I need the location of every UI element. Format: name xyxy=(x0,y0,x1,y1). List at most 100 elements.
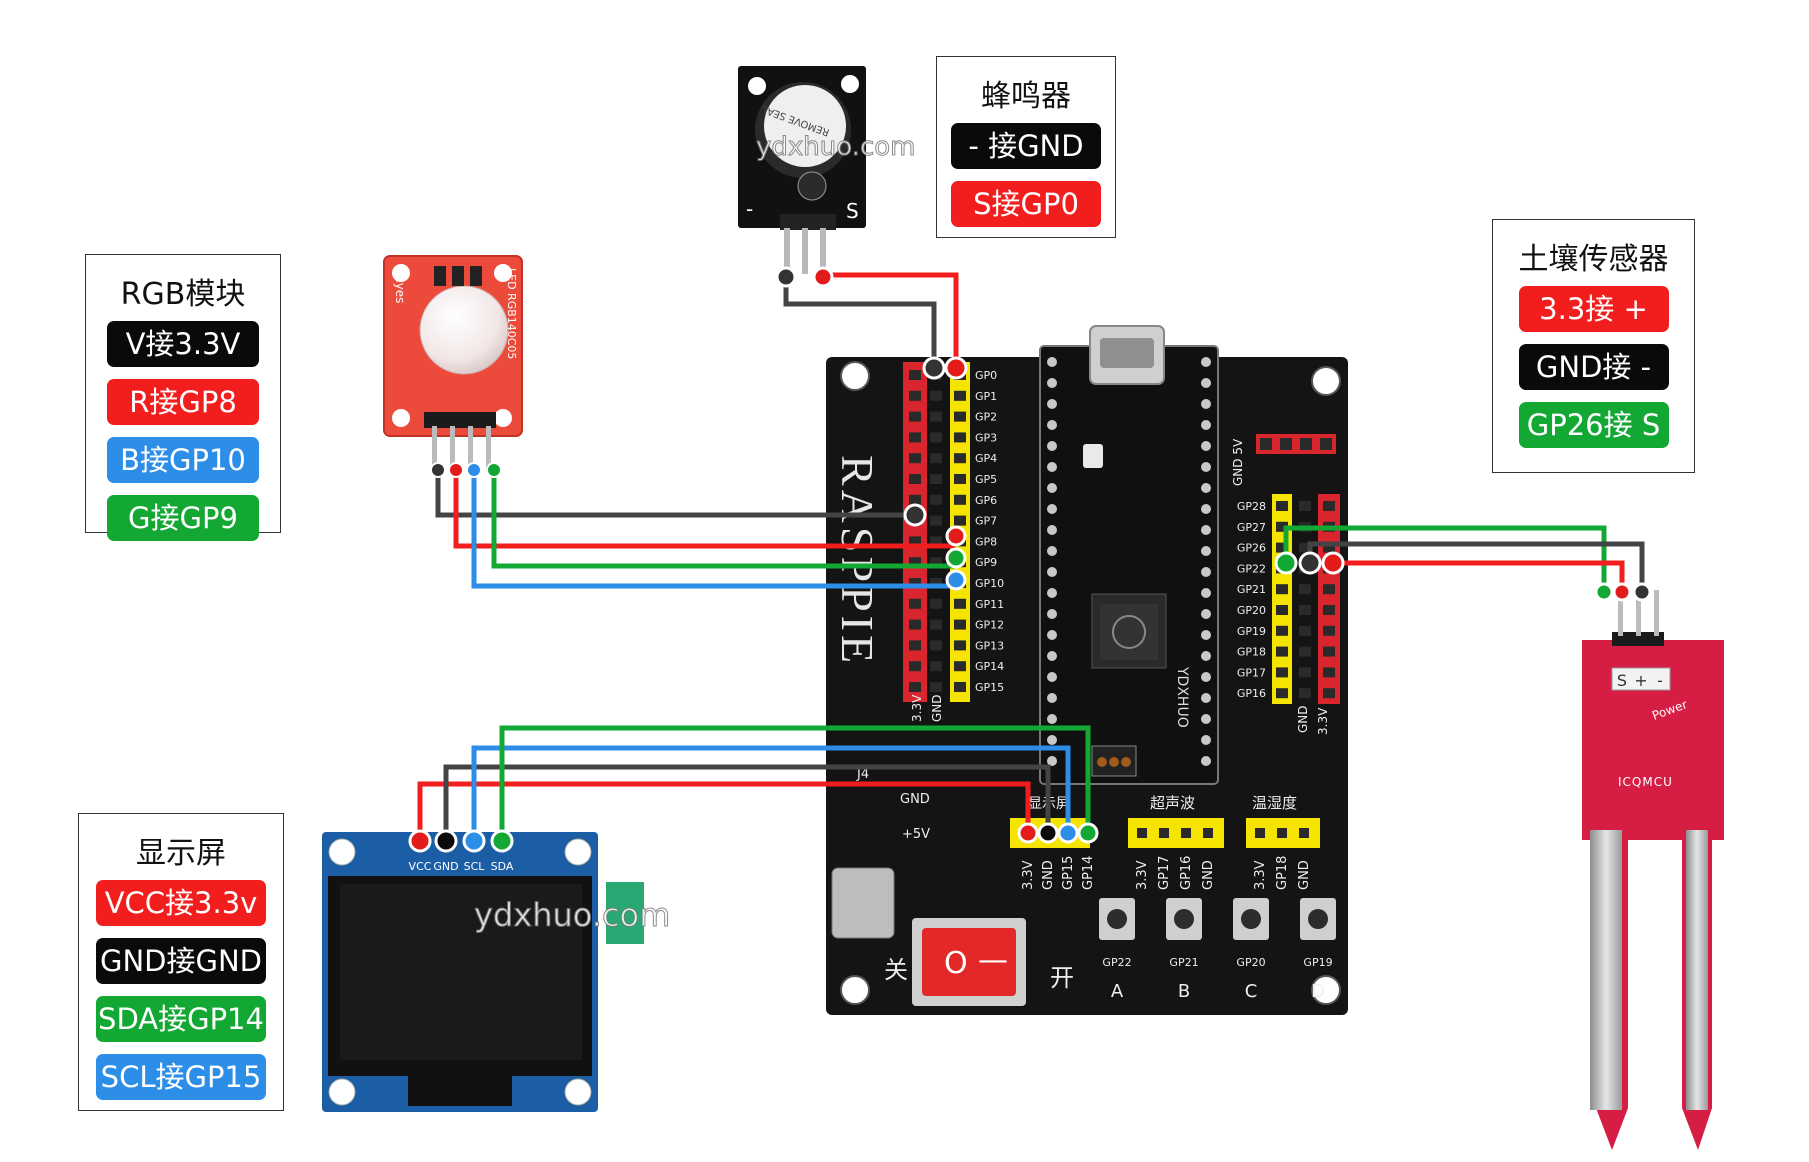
legend-row: SCL接GP15 xyxy=(96,1054,266,1100)
pico-pin xyxy=(1047,693,1057,703)
wire-rgb-g xyxy=(491,470,956,569)
pico-pin xyxy=(1047,714,1057,724)
pico-pin xyxy=(1201,483,1211,493)
port-pin-label: GND xyxy=(1297,860,1312,890)
pico-pin xyxy=(1047,441,1057,451)
gpio-label: GP22 xyxy=(1237,562,1266,575)
pico-pin xyxy=(1047,420,1057,430)
wire-rgb-v xyxy=(435,470,915,518)
header-pin xyxy=(1323,625,1335,636)
header-pin xyxy=(909,432,921,443)
pico-pin xyxy=(1047,357,1057,367)
legend-buzzer: 蜂鸣器 - 接GND S接GP0 xyxy=(936,56,1116,238)
header-pin xyxy=(1260,438,1272,450)
gpio-label: GP6 xyxy=(975,494,997,507)
power-label: +5V xyxy=(902,827,930,842)
gpio-label: GP19 xyxy=(1237,625,1266,638)
dot-oled-sda-board xyxy=(1077,822,1099,844)
oled-pin-label: SCL xyxy=(464,860,486,873)
soil-pin-label: - xyxy=(1657,671,1663,690)
header-pin xyxy=(1276,688,1288,699)
dot-soil-gnd-board xyxy=(1298,551,1322,575)
legend-title: 土壤传感器 xyxy=(1518,242,1669,277)
pico-pin xyxy=(1047,588,1057,598)
legend-soil: 土壤传感器 3.3接 + GND接 - GP26接 S xyxy=(1492,219,1695,473)
pico-pin xyxy=(1201,756,1211,766)
port-pin xyxy=(1255,828,1265,838)
legend-title: 显示屏 xyxy=(136,836,226,871)
gpio-label: GP21 xyxy=(1237,583,1266,596)
header-pin xyxy=(1276,542,1288,553)
pico-pin xyxy=(1201,546,1211,556)
header-pin xyxy=(954,640,966,651)
legend-row: R接GP8 xyxy=(107,379,259,425)
legend-title: 蜂鸣器 xyxy=(981,79,1071,114)
gpio-label: GP13 xyxy=(975,639,1004,652)
dot-soil-s-board xyxy=(1274,551,1298,575)
pico-pin xyxy=(1201,672,1211,682)
header-pin xyxy=(954,453,966,464)
pico-pin xyxy=(1047,756,1057,766)
pico-pin xyxy=(1201,378,1211,388)
dot-buzzer-gnd-module xyxy=(775,266,797,288)
gpio-label: GP4 xyxy=(975,452,997,465)
port-pin-label: 3.3V xyxy=(1021,860,1036,890)
expansion-board: RASPPIE GP0GP1GP2GP3GP4GP5GP6GP7GP8GP9GP… xyxy=(826,325,1348,1015)
legend-row: - 接GND xyxy=(951,123,1101,169)
header-pin xyxy=(954,682,966,692)
dot-oled-scl-board xyxy=(1057,822,1079,844)
header-pin xyxy=(1276,605,1288,615)
pico-label: YDXHUO xyxy=(1174,666,1190,728)
right-top-label: GND 5V xyxy=(1231,438,1245,486)
header-pin xyxy=(930,515,942,526)
soil-pin-label: S xyxy=(1617,671,1627,690)
header-pin xyxy=(930,661,942,672)
gpio-label: GP2 xyxy=(975,411,997,424)
wire-oled-scl xyxy=(471,745,1071,840)
header-pin xyxy=(954,474,966,484)
dot-oled-gnd-board xyxy=(1037,822,1059,844)
header-pin xyxy=(1276,646,1288,657)
header-pin xyxy=(1299,501,1311,511)
header-pin xyxy=(954,411,966,422)
pico-pin xyxy=(1047,672,1057,682)
dot-oled-gnd-module xyxy=(434,829,458,853)
header-pin xyxy=(909,390,921,401)
power-label: GND xyxy=(900,792,930,807)
wire-soil-vcc xyxy=(1333,560,1625,590)
push-button-cap xyxy=(1174,909,1194,929)
header-pin xyxy=(1276,501,1288,511)
dot-soil-gnd-module xyxy=(1632,582,1652,602)
dot-rgb-v-module xyxy=(430,462,446,478)
pico-pin xyxy=(1201,651,1211,661)
header-pin xyxy=(909,619,921,630)
header-pin xyxy=(1323,646,1335,657)
pico-pin xyxy=(1047,504,1057,514)
button-letter-label: A xyxy=(1111,981,1124,1002)
header-pin xyxy=(954,390,966,401)
ultrasonic-label: 超声波 xyxy=(1150,794,1195,812)
pico-pin xyxy=(1047,567,1057,577)
header-pin xyxy=(909,598,921,609)
port-pin-label: GP16 xyxy=(1179,856,1194,890)
port-pin-label: GND xyxy=(1041,860,1056,890)
rgb-brand: Keyes xyxy=(393,268,407,303)
wire-rgb-r xyxy=(453,470,956,549)
header-pin xyxy=(909,661,921,672)
header-pin xyxy=(1299,625,1311,636)
header-pin xyxy=(954,515,966,526)
dot-soil-vcc-board xyxy=(1321,551,1345,575)
header-pin xyxy=(954,619,966,630)
pico-pin xyxy=(1201,567,1211,577)
button-gpio-label: GP20 xyxy=(1236,956,1265,969)
port-pin xyxy=(1137,828,1147,838)
header-pin xyxy=(1299,667,1311,678)
pico-pin xyxy=(1201,714,1211,724)
push-button-cap xyxy=(1308,909,1328,929)
pico-pin xyxy=(1201,693,1211,703)
gpio-label: GP16 xyxy=(1237,687,1266,700)
header-pin xyxy=(1323,688,1335,699)
header-pin xyxy=(909,494,921,505)
legend-row: 3.3接 + xyxy=(1518,286,1669,332)
